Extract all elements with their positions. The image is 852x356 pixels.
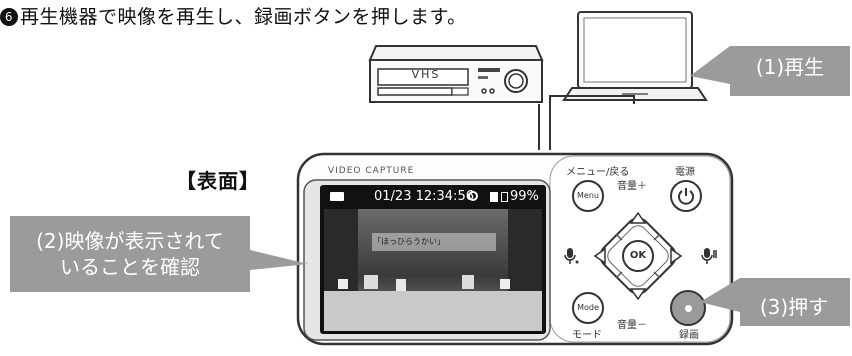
power-button[interactable]	[670, 180, 702, 212]
right-arrow-icon[interactable]	[668, 246, 684, 266]
callout-confirm-shape	[10, 216, 308, 292]
up-arrow-icon[interactable]	[628, 210, 648, 226]
status-battery: 99%	[510, 189, 539, 204]
record-status-icon	[468, 191, 478, 201]
step-number: 6	[0, 8, 18, 26]
record-dot-icon	[685, 305, 692, 312]
volume-down-caption: 音量－	[617, 320, 647, 331]
device-brand: VIDEO CAPTURE	[328, 166, 415, 176]
ok-button[interactable]: OK	[622, 240, 654, 272]
instruction-label: 再生機器で映像を再生し、録画ボタンを押します。	[20, 6, 467, 28]
mode-caption: モード	[572, 330, 602, 341]
callout-press-shape	[700, 278, 850, 326]
callout-play: (1)再生	[755, 55, 825, 79]
battery-icon	[501, 192, 508, 202]
vcr-label: VHS	[411, 68, 441, 81]
mode-button[interactable]: Mode	[572, 292, 604, 324]
menu-caption: メニュー/戻る	[566, 167, 630, 178]
menu-button[interactable]: Menu	[572, 180, 604, 212]
record-button[interactable]	[670, 290, 706, 326]
vcr-player-illustration	[368, 45, 544, 103]
down-arrow-icon[interactable]	[628, 286, 648, 302]
video-preview	[324, 209, 542, 331]
callout-confirm-line1: (2)映像が表示されて	[36, 229, 224, 253]
face-label: 【表面】	[176, 169, 260, 193]
camera-icon	[330, 192, 344, 201]
left-arrow-icon[interactable]	[592, 246, 608, 266]
callout-play-shape	[690, 46, 850, 96]
sd-card-icon	[490, 192, 498, 202]
power-caption: 電源	[675, 167, 695, 178]
callout-confirm: (2)映像が表示されて いることを確認	[10, 228, 250, 280]
screen-title: 「ほっひらうかい」	[373, 237, 445, 246]
record-caption: 録画	[679, 330, 699, 341]
mic-left-icon	[564, 248, 579, 264]
power-icon	[678, 188, 694, 205]
status-datetime: 01/23 12:34:56	[374, 189, 474, 204]
callout-confirm-line2: いることを確認	[60, 255, 200, 279]
callout-press: (3)押す	[759, 295, 829, 319]
laptop-illustration	[562, 11, 708, 101]
volume-up-caption: 音量＋	[617, 181, 647, 192]
mic-right-icon	[701, 248, 717, 264]
